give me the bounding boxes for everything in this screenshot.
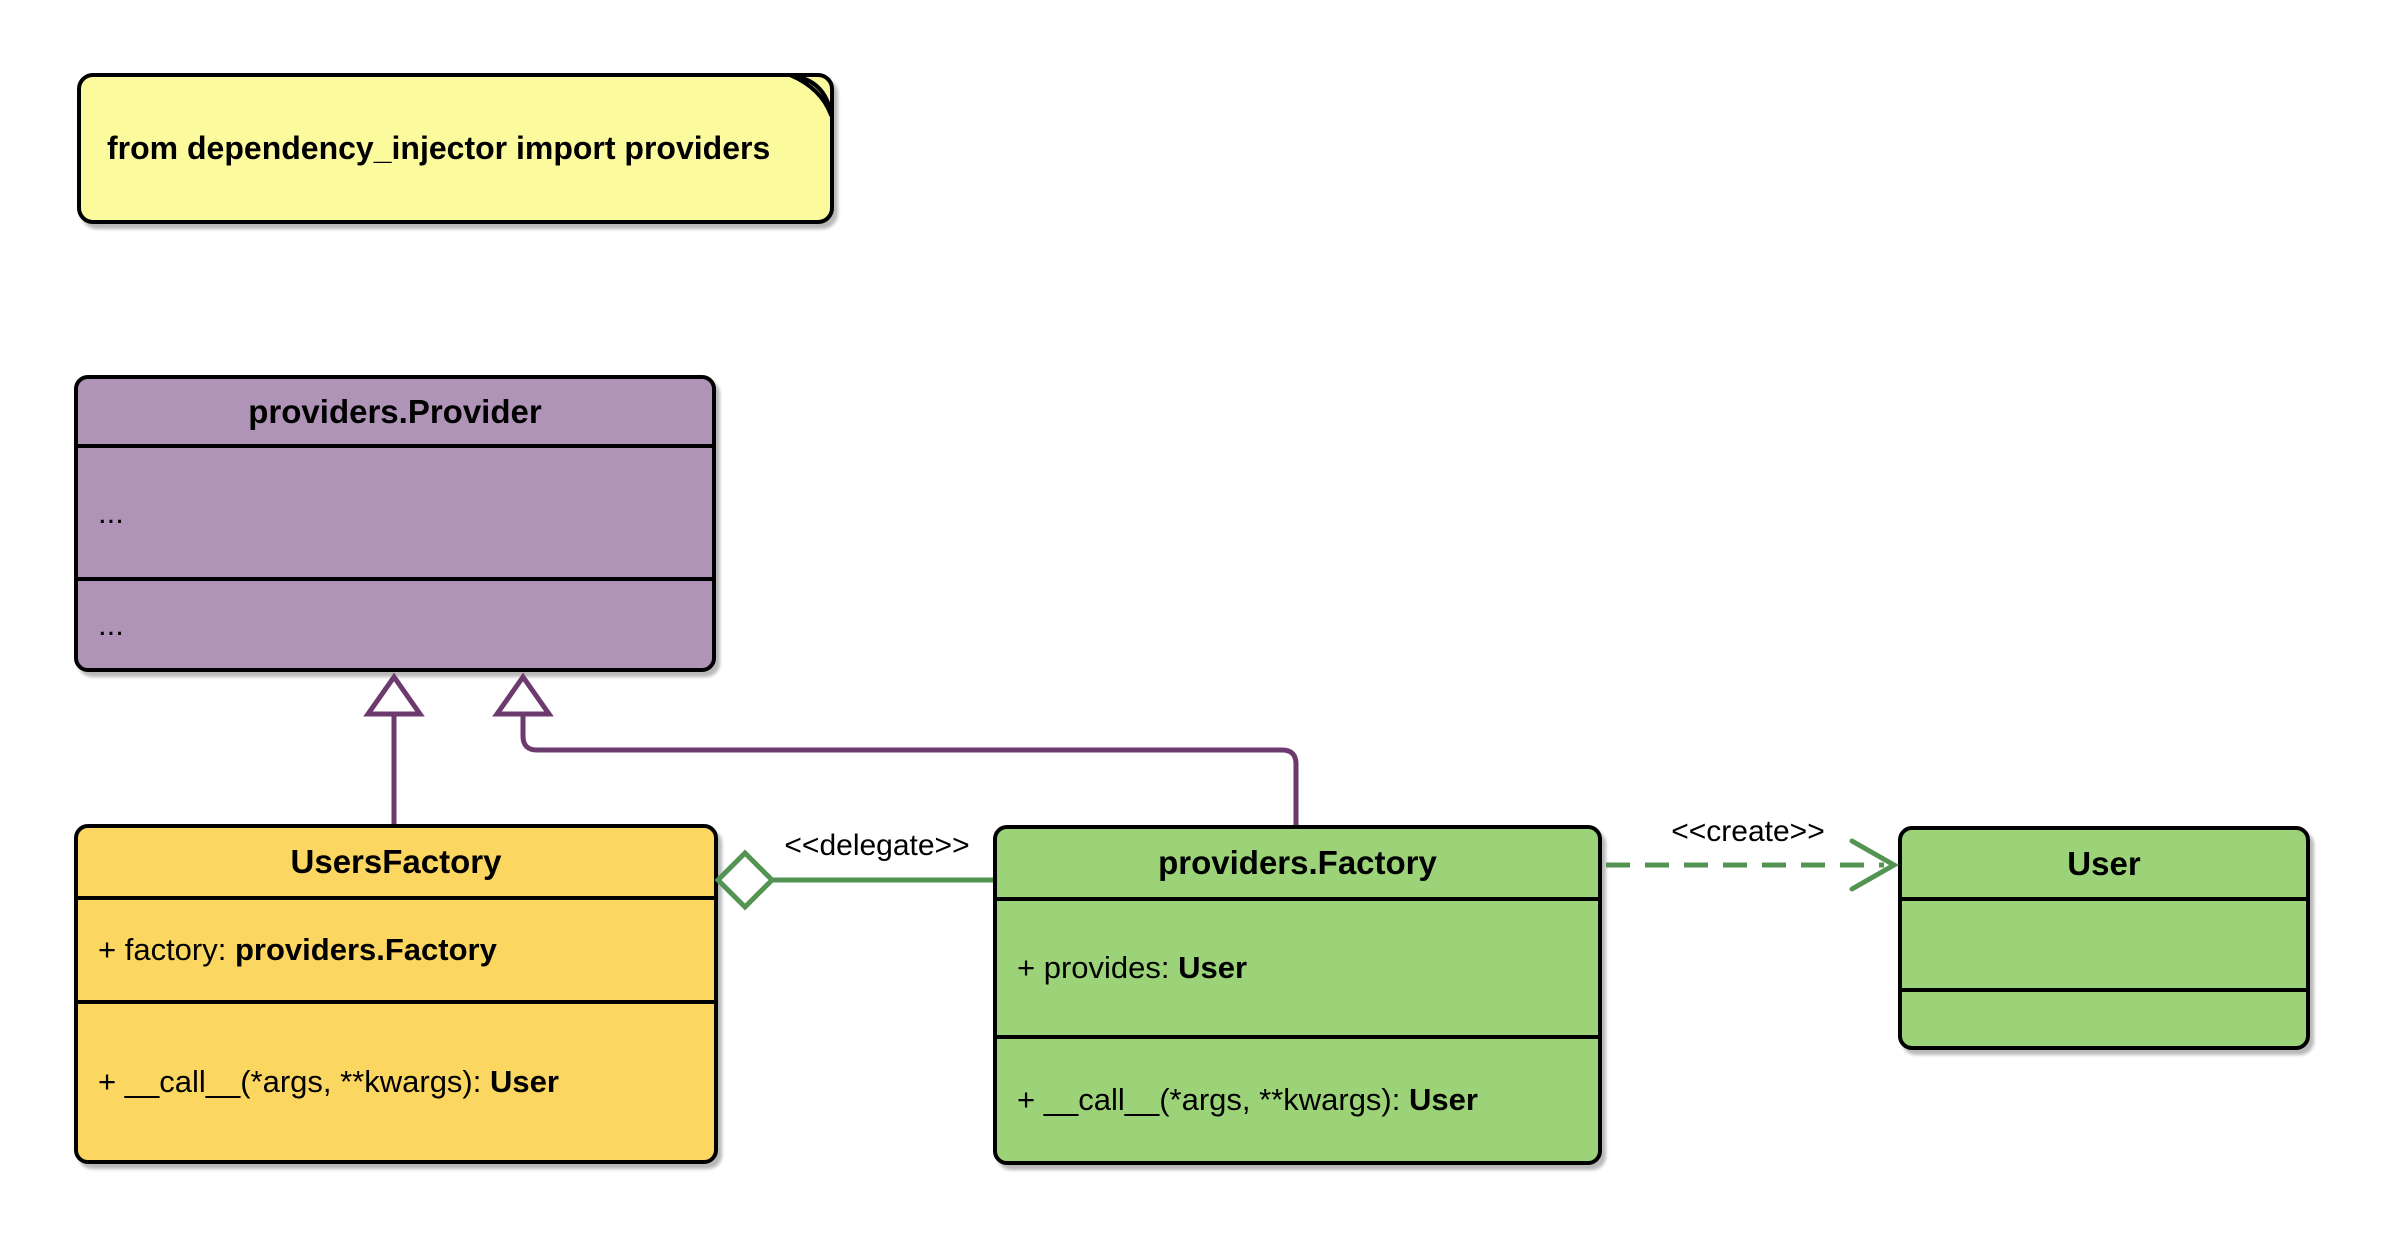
note-shape <box>77 73 834 224</box>
class-title-factory: providers.Factory <box>997 829 1598 901</box>
class-attributes-users-factory: + factory: providers.Factory <box>78 900 714 1004</box>
class-methods-provider: ... <box>78 581 712 668</box>
attribute-prefix: + provides: <box>1017 950 1179 985</box>
delegate-edge-label: <<delegate>> <box>784 829 970 862</box>
method-prefix: + __call__(*args, **kwargs): <box>1017 1082 1409 1117</box>
note-text: from dependency_injector import provider… <box>107 130 771 166</box>
method-return-type: User <box>1408 1082 1478 1117</box>
class-box-user: User <box>1898 826 2310 1050</box>
class-methods-user <box>1902 992 2306 1046</box>
class-box-factory: providers.Factory + provides: User + __c… <box>993 825 1602 1165</box>
note-fold-corner-icon <box>788 73 833 117</box>
attribute-type: providers.Factory <box>234 932 497 967</box>
attribute-prefix: + factory: <box>98 932 235 967</box>
class-methods-users-factory: + __call__(*args, **kwargs): User <box>78 1004 714 1160</box>
class-methods-factory: + __call__(*args, **kwargs): User <box>997 1039 1598 1161</box>
method-return-type: User <box>489 1064 559 1099</box>
hollow-triangle-arrowhead-icon <box>363 672 425 717</box>
attribute-text: ... <box>98 494 124 530</box>
class-attributes-user <box>1902 901 2306 992</box>
class-attributes-provider: ... <box>78 448 712 581</box>
class-title-user: User <box>1902 830 2306 901</box>
create-edge-label: <<create>> <box>1671 815 1825 848</box>
method-prefix: + __call__(*args, **kwargs): <box>98 1064 490 1099</box>
class-box-provider: providers.Provider ... ... <box>74 375 716 672</box>
open-arrowhead-icon <box>1849 838 1900 892</box>
attribute-type: User <box>1178 950 1248 985</box>
class-title-provider: providers.Provider <box>78 379 712 448</box>
method-text: ... <box>98 606 124 642</box>
class-title-users-factory: UsersFactory <box>78 828 714 900</box>
class-attributes-factory: + provides: User <box>997 901 1598 1039</box>
inheritance-edge-factory-to-provider <box>492 672 1299 825</box>
class-box-users-factory: UsersFactory + factory: providers.Factor… <box>74 824 718 1164</box>
aggregation-diamond-icon <box>714 849 776 911</box>
hollow-triangle-arrowhead-icon <box>492 672 554 717</box>
inheritance-edge-users-factory-to-provider <box>363 672 425 824</box>
